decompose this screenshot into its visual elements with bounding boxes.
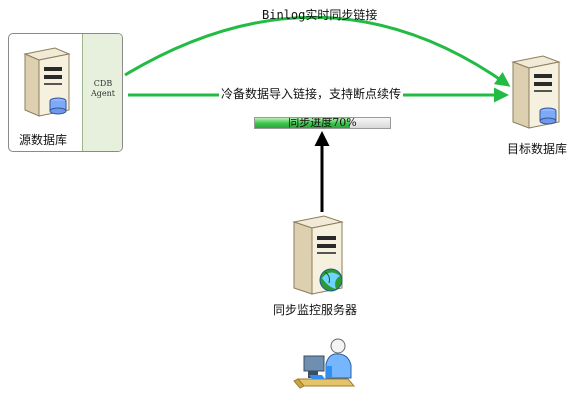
monitor-server-label: 同步监控服务器	[273, 303, 358, 317]
sync-progress-fill	[255, 118, 350, 128]
target-server-icon	[511, 55, 561, 129]
sync-progress-label: 同步进度70%	[288, 117, 357, 129]
monitor-server-icon	[292, 215, 344, 295]
cdb-agent-panel	[82, 34, 122, 151]
source-server-icon	[23, 47, 71, 117]
source-database-label: 源数据库	[19, 133, 68, 147]
operator-user-icon	[293, 338, 356, 389]
source-database-group: CDB Agent 源数据库	[8, 33, 123, 152]
target-database-label: 目标数据库	[507, 142, 568, 156]
binlog-link-label: Binlog实时同步链接	[262, 8, 378, 22]
binlog-sync-arrow	[124, 15, 511, 87]
sync-progress-bar: 同步进度70%	[254, 117, 391, 129]
cold-import-link-label: 冷备数据导入链接，支持断点续传	[219, 87, 404, 101]
cdb-agent-label: CDB Agent	[91, 79, 115, 98]
